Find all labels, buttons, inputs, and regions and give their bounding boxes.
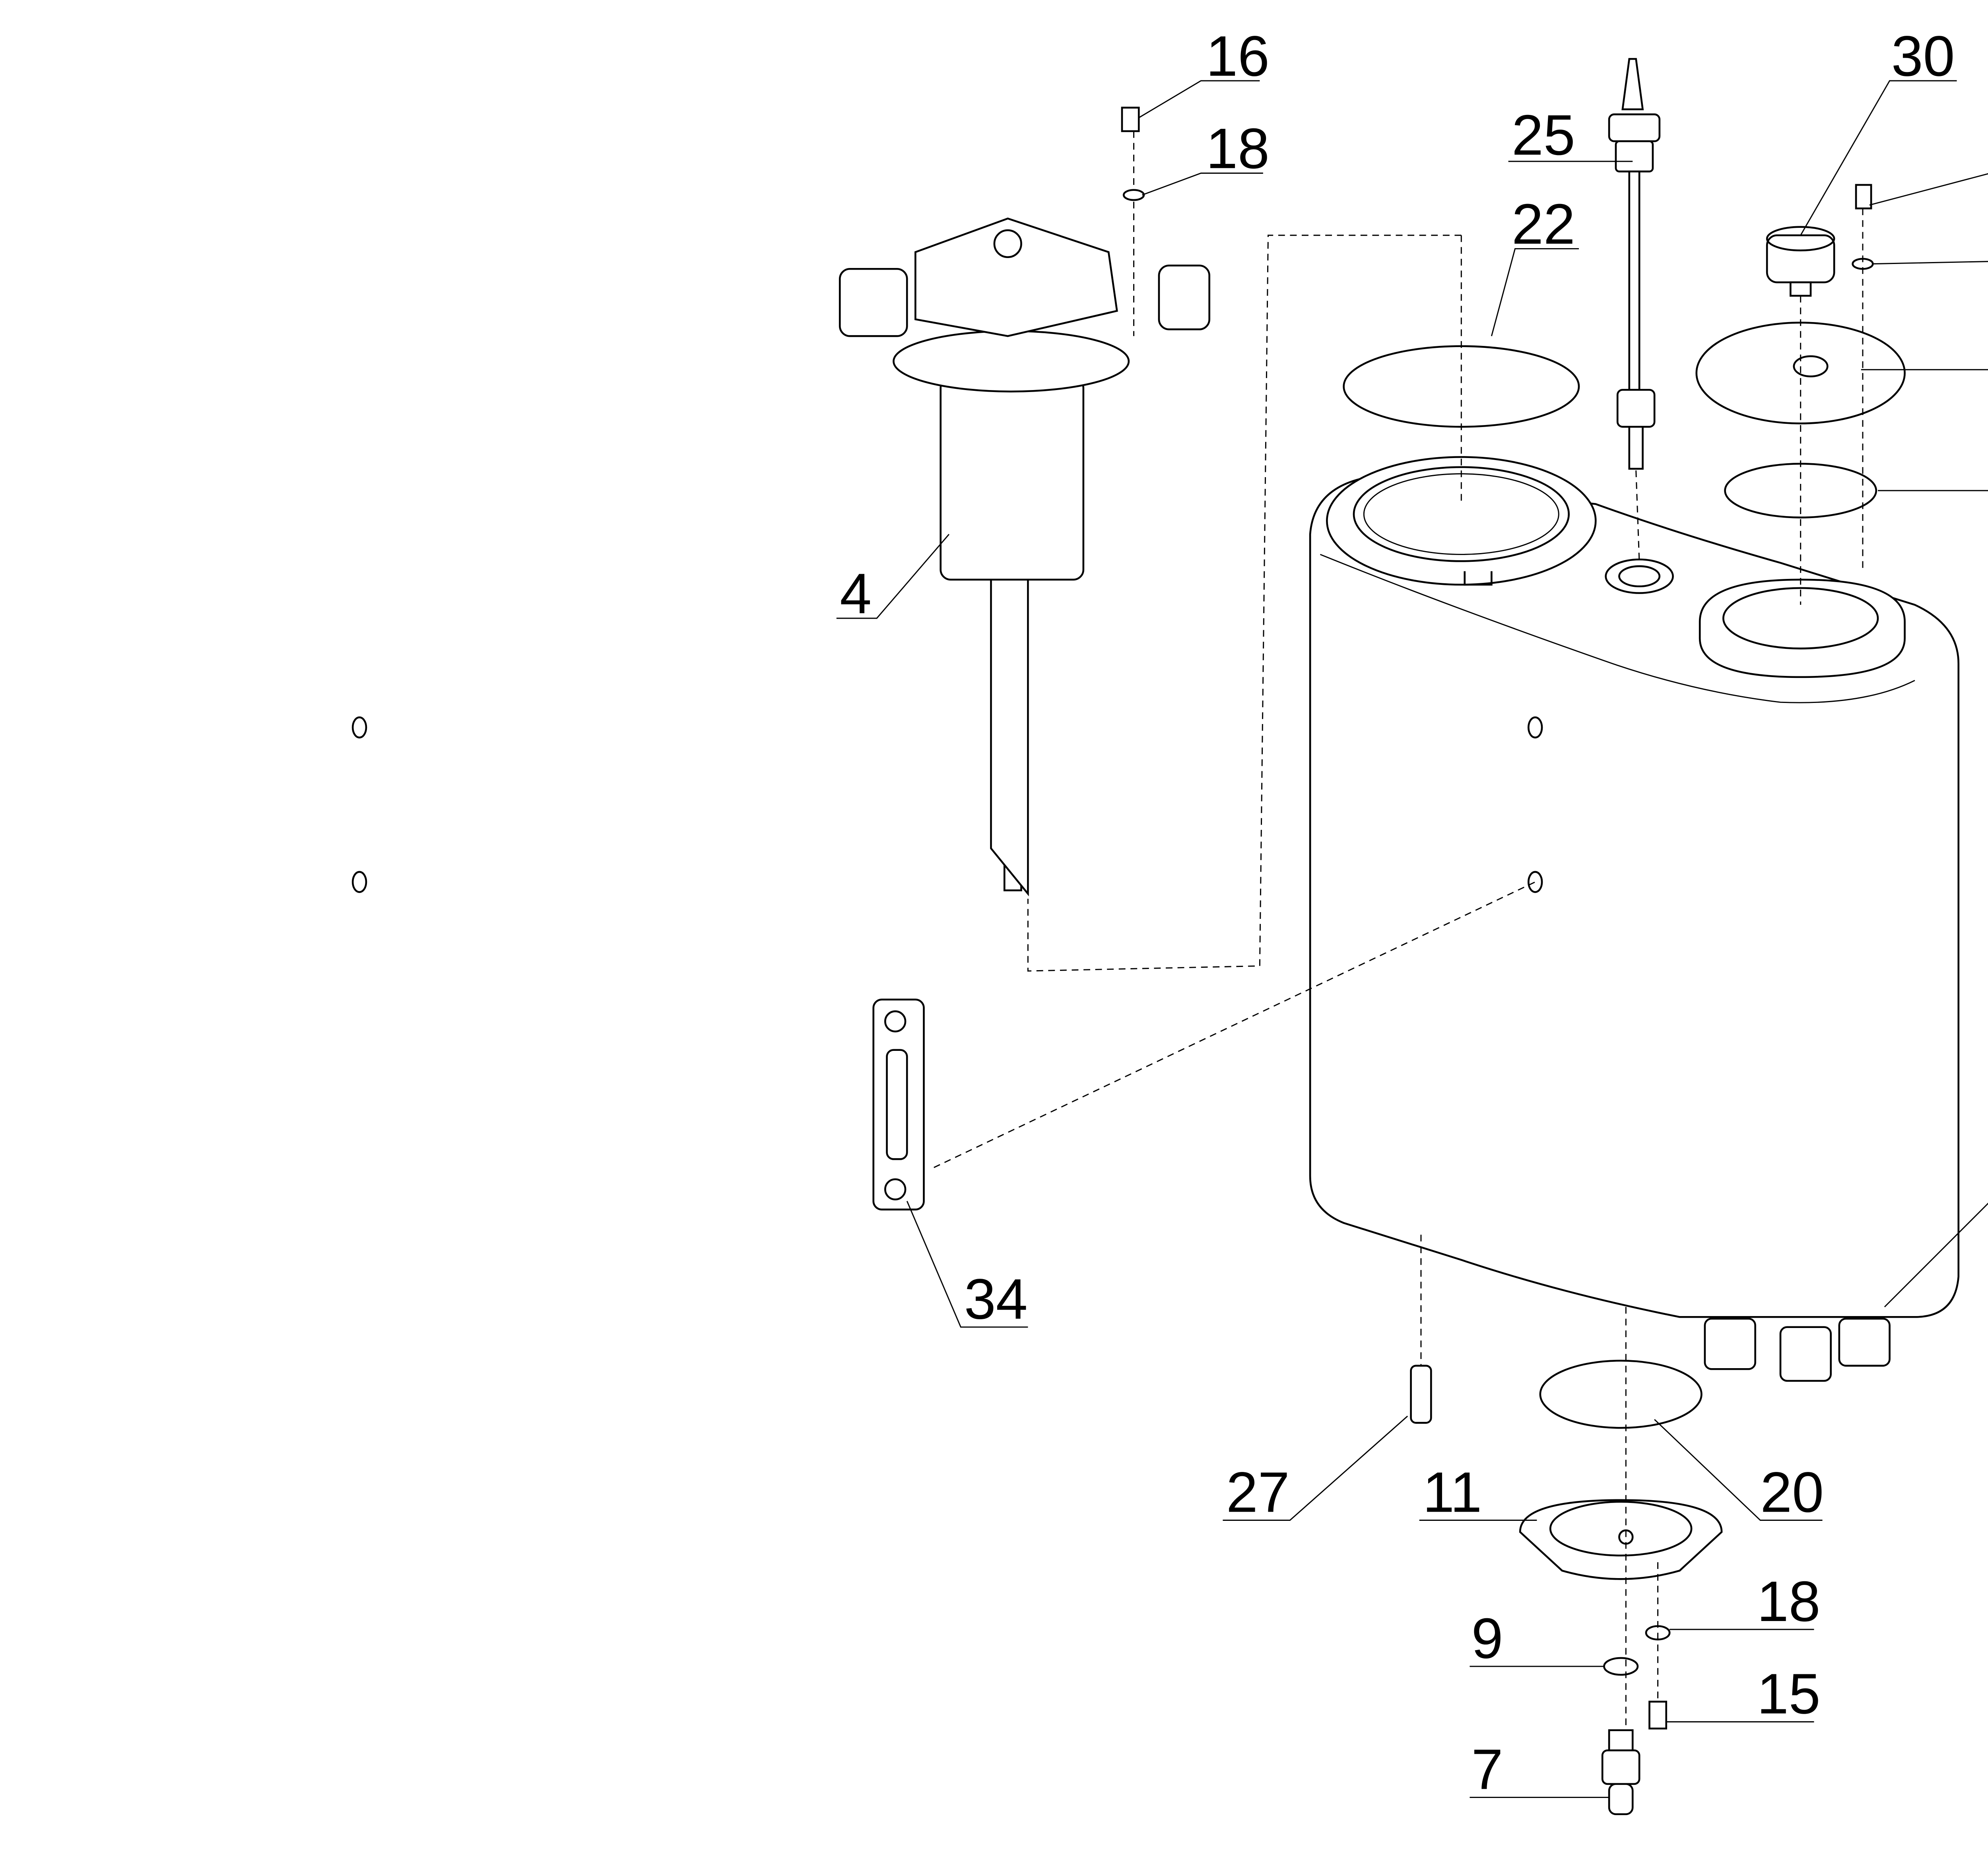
callout-label: 15: [1757, 1662, 1821, 1726]
callout-1: 1: [1884, 1202, 1988, 1308]
callout-22-lower: 22: [1877, 490, 1988, 491]
callout-15-top: 15: [1869, 173, 1988, 206]
return-filter: [839, 217, 1210, 897]
breather-flange: [1699, 579, 1906, 678]
callout-label: 22: [1512, 192, 1575, 256]
seal-ring-9: [1603, 1657, 1639, 1676]
washer-18-a: [1122, 189, 1145, 201]
callout-16: 16: [1138, 24, 1270, 118]
level-sensor: [1608, 58, 1661, 470]
screw-16: [1121, 107, 1140, 132]
assembly-lines: [934, 131, 1864, 1730]
callout-20: 20: [1654, 1419, 1824, 1524]
callout-label: 4: [840, 562, 872, 625]
callout-30: 30: [1800, 24, 1957, 236]
breather-cap: [1766, 226, 1835, 297]
callout-18-top-left: 18: [1142, 117, 1270, 196]
filter-flange: [1326, 456, 1597, 586]
tank-holes: [1527, 716, 1543, 893]
temperature-sensor: [1410, 1365, 1432, 1424]
center-port: [1605, 558, 1674, 594]
screw-15-a: [1855, 184, 1872, 210]
callout-label: 11: [1423, 1460, 1482, 1524]
callout-7: 7: [1470, 1738, 1609, 1801]
screw-15-b: [1648, 1701, 1668, 1730]
callout-4: 4: [836, 534, 949, 625]
callout-27: 27: [1223, 1415, 1408, 1524]
sight-glass: [872, 998, 925, 1211]
callout-15-bottom: 15: [1666, 1662, 1821, 1726]
callout-22-upper: 22: [1491, 192, 1579, 336]
callout-25: 25: [1508, 103, 1633, 167]
callout-label: 18: [1757, 1570, 1821, 1633]
callout-label: 16: [1206, 24, 1270, 88]
o-ring-20: [1539, 1359, 1703, 1429]
callout-11: 11: [1419, 1460, 1537, 1524]
callout-label: 7: [1472, 1738, 1503, 1801]
callout-label: 9: [1472, 1607, 1503, 1670]
callout-18-top-right: 18: [1873, 261, 1988, 265]
tank-body: [351, 478, 1960, 1318]
drain-plug: [1601, 1729, 1640, 1815]
callout-34: 34: [906, 1201, 1028, 1331]
callout-label: 27: [1226, 1460, 1290, 1524]
callout-label: 25: [1512, 103, 1575, 167]
callout-label: 30: [1891, 24, 1955, 88]
callout-label: 18: [1206, 117, 1270, 181]
callout-label: 34: [964, 1268, 1028, 1331]
callout-9: 9: [1470, 1607, 1604, 1670]
callout-12: 12: [1861, 369, 1988, 371]
callout-18-bottom: 18: [1670, 1570, 1821, 1633]
bottom-fittings: [1704, 1318, 1891, 1382]
callout-label: 20: [1760, 1460, 1824, 1524]
bottom-cover-plate: [1519, 1499, 1723, 1580]
